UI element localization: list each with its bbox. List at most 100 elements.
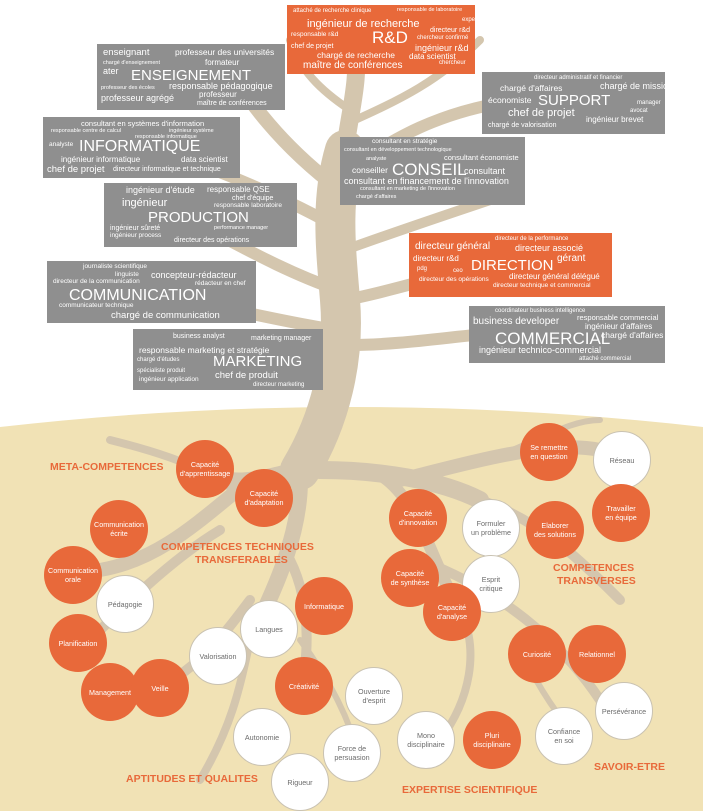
competence-label: Réseau [609, 455, 635, 465]
cloud-word: journaliste scientifique [83, 263, 147, 270]
competence-label: en équipe [605, 513, 637, 522]
cloud-word: consultant en stratégie [372, 138, 438, 145]
category-meta-competences: META-COMPETENCES [50, 461, 164, 473]
category-competences-transverses-line2: TRANSVERSES [557, 575, 636, 587]
competence-circle-informatique: Informatique [295, 577, 353, 635]
cloud-title: COMMUNICATION [69, 287, 207, 304]
competence-circle-autonomie: Autonomie [233, 708, 291, 766]
cloud-word: chargé d'enseignement [103, 60, 161, 66]
competence-circle-planification: Planification [49, 614, 107, 672]
cloud-word: directeur associé [515, 243, 584, 253]
competence-label: Ouverture [358, 687, 390, 696]
cloud-word: concepteur-rédacteur [151, 270, 237, 280]
cloud-word: chargé de communication [111, 310, 220, 321]
cloud-word: data scientist [409, 52, 456, 61]
competence-label: Formuler [476, 519, 506, 528]
category-expertise-scientifique: EXPERTISE SCIENTIFIQUE [402, 784, 538, 796]
cloud-word: consultant en développement technologiqu… [344, 147, 452, 153]
cloud-informatique: consultant en systèmes d'information resp… [43, 117, 240, 178]
cloud-word: analyste [49, 141, 74, 148]
cloud-word: expert [462, 17, 475, 23]
competence-label: d'adaptation [244, 498, 284, 507]
cloud-word: chef d'équipe [232, 195, 274, 202]
competence-circle-rigueur: Rigueur [271, 753, 329, 811]
cloud-word: ingénieur informatique [61, 155, 141, 164]
cloud-word: chargé de mission [600, 81, 665, 91]
competence-label: de synthèse [390, 578, 430, 587]
cloud-title: COMMERCIAL [495, 329, 611, 348]
competence-label: d'esprit [362, 696, 386, 705]
cloud-word: ceo [453, 268, 463, 274]
cloud-word: économiste [488, 95, 532, 105]
competence-label: Capacité [403, 509, 433, 518]
competence-label: Communication [48, 566, 98, 575]
cloud-word: ingénieur brevet [586, 115, 644, 124]
competence-circle-relationnel: Relationnel [568, 625, 626, 683]
competence-label: Esprit [481, 575, 501, 584]
cloud-word: chargé de valorisation [488, 122, 557, 129]
cloud-word: ingénieur d'affaires [585, 322, 653, 331]
competence-label: Se remettre [530, 443, 568, 452]
cloud-word: professeur agrégé [101, 93, 175, 103]
cloud-word: ingénieur d'étude [126, 185, 195, 195]
competence-circle-langues: Langues [240, 600, 298, 658]
cloud-title: INFORMATIQUE [79, 138, 201, 155]
category-aptitudes-et-qualites: APTITUDES ET QUALITES [126, 773, 258, 785]
competence-label: Capacité [190, 460, 220, 469]
cloud-title: R&D [372, 28, 408, 47]
cloud-word: consultant [464, 166, 506, 176]
cloud-word: consultant en marketing de l'innovation [360, 186, 455, 192]
competence-label: en soi [554, 736, 574, 745]
category-competences-techniques-line2: TRANSFERABLES [195, 554, 288, 566]
competence-label: Créativité [288, 681, 320, 691]
cloud-word: directeur général délégué [509, 272, 600, 281]
cloud-word: data scientist [181, 155, 228, 164]
cloud-word: spécialiste produit [137, 368, 186, 374]
cloud-title: MARKETING [213, 353, 303, 370]
cloud-word: responsable marketing et stratégie [139, 345, 270, 355]
cloud-word: ingénieur de recherche [307, 18, 420, 30]
cloud-word: responsable pédagogique [169, 81, 273, 91]
cloud-word: directeur des opérations [419, 276, 489, 283]
competence-label: persuasion [334, 753, 370, 762]
cloud-conseil: consultant en stratégie consultant en dév… [340, 137, 525, 205]
cloud-word: responsable laboratoire [214, 202, 282, 209]
competence-label: Force de [337, 744, 367, 753]
cloud-word: communicateur technique [59, 302, 134, 309]
cloud-word: consultant en systèmes d'information [81, 119, 205, 128]
competence-label: Planification [58, 638, 98, 648]
competence-label: en question [530, 452, 568, 461]
competence-label: Pédagogie [107, 599, 143, 609]
cloud-word: ingénieur application [139, 376, 199, 383]
cloud-title: DIRECTION [471, 257, 554, 274]
competence-label: Autonomie [244, 732, 280, 742]
competence-label: disciplinaire [473, 740, 511, 749]
cloud-word: chef de projet [508, 107, 575, 119]
cloud-word: performance manager [214, 225, 269, 231]
cloud-word: attaché de recherche clinique [293, 8, 372, 14]
cloud-word: enseignant [103, 47, 150, 58]
cloud-word: directeur marketing [253, 382, 305, 388]
cloud-word: responsable informatique [135, 134, 197, 140]
competence-label: un problème [471, 528, 511, 537]
cloud-word: ingénieur r&d [415, 43, 469, 53]
category-competences-transverses-line1: COMPETENCES [553, 562, 635, 574]
cloud-word: ater [103, 66, 119, 76]
cloud-word: directeur r&d [413, 254, 459, 263]
